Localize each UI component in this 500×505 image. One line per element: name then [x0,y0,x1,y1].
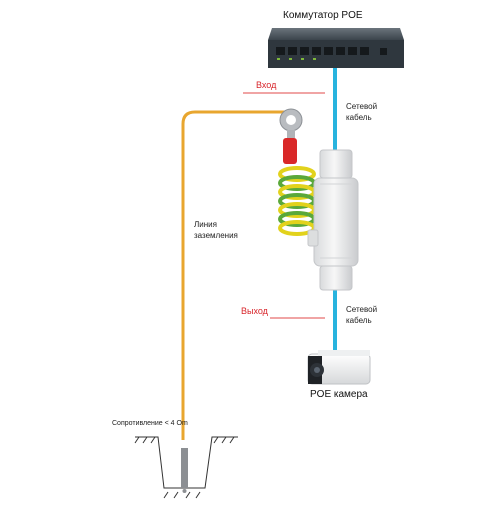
network-cable-bottom-label-line1: Сетевой [346,305,378,314]
output-label: Выход [241,306,268,316]
coiled-ground-wire-icon [278,166,316,236]
poe-switch-icon [268,28,404,68]
ground-electrode [181,448,188,488]
network-cable-top [333,68,337,150]
switch-label: Коммутатор POE [283,10,363,21]
ground-line-label-line1: Линия [194,220,217,229]
surge-protector-icon [307,149,359,291]
network-cable-bottom-label-line2: кабель [346,316,372,325]
ring-terminal-icon [279,108,303,164]
resistance-label: Сопротивление < 4 Om [112,420,188,427]
network-cable-top-label-line2: кабель [346,113,372,122]
camera-label: POE камера [310,389,368,400]
input-label: Вход [256,80,277,90]
ground-wire [181,110,290,440]
network-cable-top-label-line1: Сетевой [346,102,378,111]
network-cable-bottom [333,288,337,358]
ground-line-label-line2: заземления [194,231,238,240]
ground-electrode-tip [182,489,187,493]
poe-camera-icon [307,350,371,385]
